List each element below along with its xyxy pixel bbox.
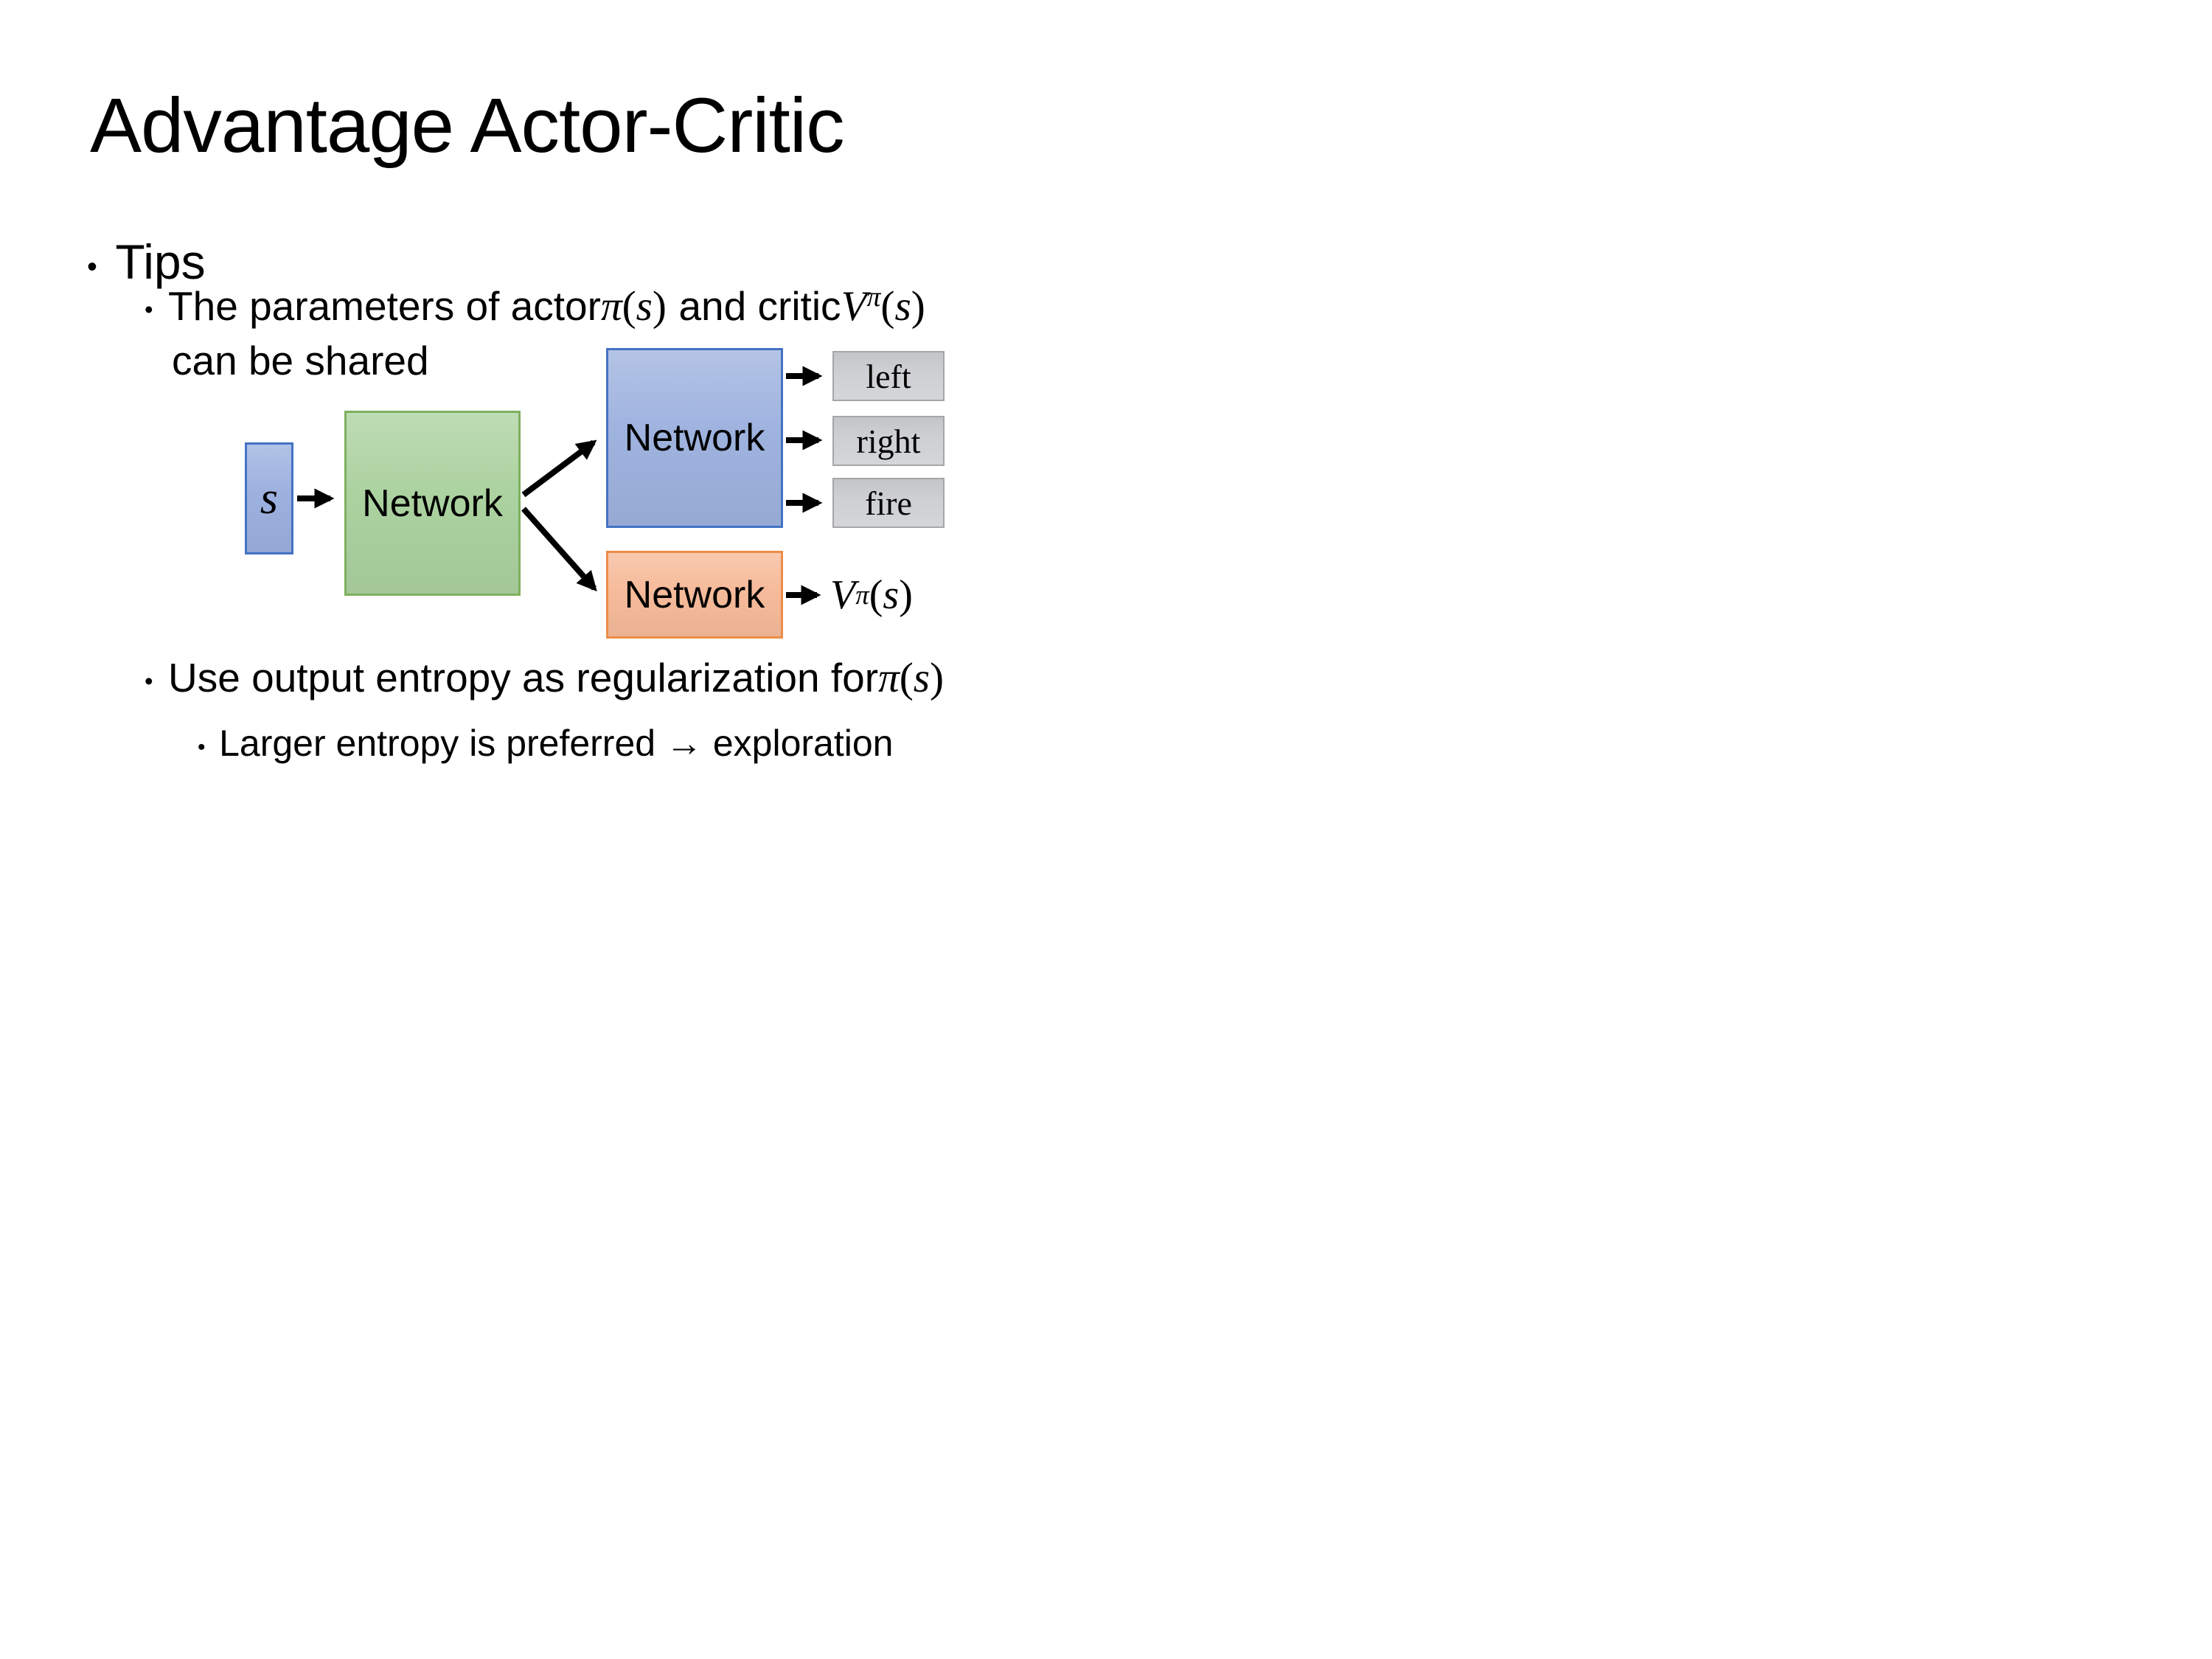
bullet-line-parameters-wrap: can be shared <box>172 338 429 384</box>
parameters-text: The parameters of actor <box>168 283 601 329</box>
critic-network-label: Network <box>624 573 765 616</box>
bullet-glyph: • <box>145 667 153 695</box>
slide-title: Advantage Actor-Critic <box>90 83 845 169</box>
bullet-glyph: • <box>145 296 153 324</box>
bullet-glyph: • <box>198 734 206 759</box>
actor-network-box: Network <box>606 348 783 528</box>
critic-network-box: Network <box>606 551 783 639</box>
and-critic-text: and critic <box>678 283 841 329</box>
v-pi-s-formula: Vπ(s) <box>841 282 925 330</box>
shared-network-label: Network <box>362 481 503 525</box>
action-label-right: right <box>856 422 921 460</box>
pi-s-formula: π(s) <box>878 655 945 701</box>
use-entropy-text: Use output entropy as regularization for <box>168 655 879 700</box>
actor-network-label: Network <box>624 417 765 459</box>
bullet-glyph: • <box>87 250 97 283</box>
bullet-line-entropy: • Use output entropy as regularization fo… <box>145 654 944 703</box>
action-box-fire: fire <box>832 478 945 528</box>
action-label-left: left <box>866 357 911 395</box>
action-box-right: right <box>832 416 945 466</box>
arrow-shared-to-critic-icon <box>521 507 597 592</box>
state-label: s <box>260 473 279 524</box>
tips-text: Tips <box>115 234 206 289</box>
bullet-line-parameters: • The parameters of actor π(s) and critic… <box>145 282 925 331</box>
larger-entropy-text: Larger entropy is preferred → exploratio… <box>219 723 894 764</box>
slide-canvas: Advantage Actor-Critic • Tips • The parame… <box>0 0 1106 830</box>
action-box-left: left <box>832 351 945 401</box>
state-input-box: s <box>245 442 293 554</box>
bullet-line-exploration: • Larger entropy is preferred → explorati… <box>198 723 893 765</box>
bullet-line-tips: • Tips <box>87 234 206 291</box>
arrow-shared-to-actor-icon <box>521 439 597 498</box>
can-be-shared-text: can be shared <box>172 338 429 383</box>
shared-network-box: Network <box>344 411 521 596</box>
pi-s-formula: π(s) <box>600 283 667 330</box>
action-label-fire: fire <box>865 484 912 522</box>
